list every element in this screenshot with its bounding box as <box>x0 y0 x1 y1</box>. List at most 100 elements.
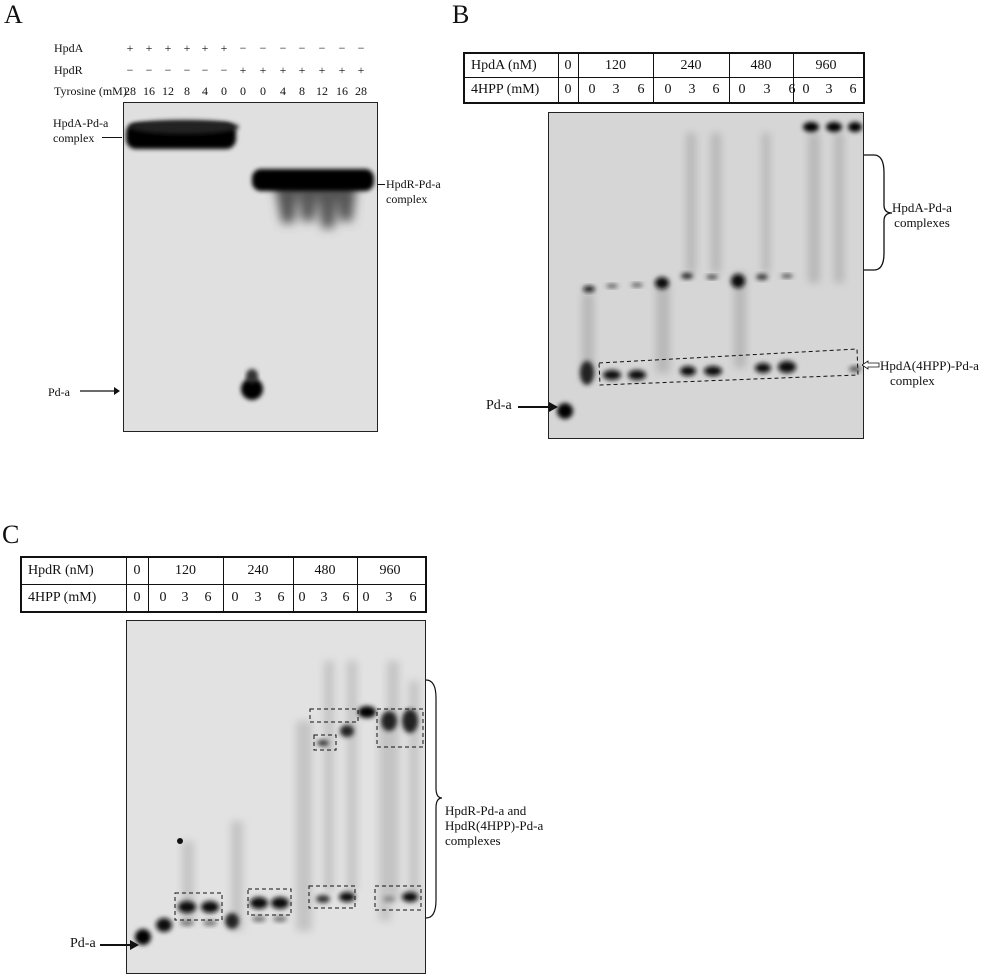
panel-a-row-label-tyrosine: Tyrosine (mM) <box>54 84 127 98</box>
panel-a-lane-value: − <box>357 41 365 55</box>
panelB-table-divider <box>729 54 730 102</box>
panel-a-lane-value: − <box>201 63 209 77</box>
panelB-table-divider <box>653 54 654 102</box>
panelC-lane-value: 3 <box>320 589 328 605</box>
panel-a-lane-value: 8 <box>299 84 305 98</box>
panel-a-lane-value: + <box>259 63 267 77</box>
panel-a-lane-value: + <box>357 63 365 77</box>
panel-a-lane-value: 12 <box>316 84 328 98</box>
panel-a-lane-value: 0 <box>260 84 266 98</box>
panel-c-pda-arrow <box>100 940 139 950</box>
panel-a-hpdr-pointer <box>377 184 385 185</box>
panelC-lane-value: 0 <box>133 589 141 605</box>
panelC-lane-value: 0 <box>231 589 239 605</box>
panel-a-pda-arrow <box>80 387 120 395</box>
panel-a-gel <box>123 102 378 432</box>
panelB-lane-value: 3 <box>612 82 620 97</box>
panel-a-letter: A <box>4 0 23 29</box>
panel-a-lane-value: − <box>220 63 228 77</box>
panel-a-lane-value: − <box>259 41 267 55</box>
panelC-header-label: 4HPP (mM) <box>28 589 97 605</box>
panelC-lane-value: 0 <box>362 589 370 605</box>
panel-a-row-label-hpdr: HpdR <box>54 63 83 77</box>
panel-a-lane-value: + <box>201 41 209 55</box>
panel-a-lane-value: + <box>183 41 191 55</box>
panelB-group-label: 0 <box>564 58 572 73</box>
panel-a-lane-value: 28 <box>124 84 136 98</box>
panelC-group-label: 0 <box>133 563 141 579</box>
panelC-group-label: 240 <box>247 563 269 579</box>
panel-a-lane-value: + <box>279 63 287 77</box>
panelB-group-label: 240 <box>680 58 702 73</box>
panel-a-hpda-pointer <box>102 137 122 138</box>
panelC-lane-value: 6 <box>409 589 417 605</box>
panelC-group-label: 480 <box>314 563 336 579</box>
panelC-lane-value: 0 <box>159 589 167 605</box>
panel-a-lane-value: + <box>318 63 326 77</box>
panel-a-label-pda: Pd-a <box>48 385 70 399</box>
panelB-lane-value: 0 <box>588 82 596 97</box>
panel-a-lane-value: + <box>298 63 306 77</box>
panel-c-label-complexes: HpdR-Pd-a and HpdR(4HPP)-Pd-a complexes <box>445 803 544 848</box>
panel-a-lane-value: + <box>338 63 346 77</box>
panelB-lane-value: 3 <box>825 82 833 97</box>
panelC-lane-value: 3 <box>254 589 262 605</box>
panel-c-letter: C <box>2 520 20 549</box>
panelC-lane-value: 6 <box>204 589 212 605</box>
panel-b-label-pda: Pd-a <box>486 398 512 413</box>
panel-b-label-4hpp-complex: HpdA(4HPP)-Pd-a complex <box>880 358 979 388</box>
panel-b-letter: B <box>452 0 470 29</box>
panel-a-lane-value: − <box>183 63 191 77</box>
panel-a-lane-value: − <box>279 41 287 55</box>
panel-a-row-label-hpda: HpdA <box>54 41 84 55</box>
panel-a-lane-value: − <box>126 63 134 77</box>
panelC-table-divider <box>357 558 358 611</box>
panel-a-lane-value: 28 <box>355 84 367 98</box>
panelC-group-label: 120 <box>175 563 196 579</box>
panel-a-lane-value: + <box>126 41 134 55</box>
panel-a-label-hpda-complex: HpdA-Pd-a complex <box>53 116 109 145</box>
panel-a-lane-value: 8 <box>184 84 190 98</box>
panel-a-lane-value: − <box>318 41 326 55</box>
panelB-lane-value: 6 <box>849 82 857 97</box>
panelC-lane-value: 6 <box>342 589 350 605</box>
panel-a-lane-value: 16 <box>143 84 155 98</box>
panel-a-lane-value: − <box>164 63 172 77</box>
panelB-lane-value: 6 <box>712 82 720 97</box>
panel-a-lane-value: 4 <box>280 84 286 98</box>
panelB-lane-value: 0 <box>664 82 672 97</box>
panelB-table-divider <box>793 54 794 102</box>
panelB-lane-value: 6 <box>788 82 796 97</box>
panel-a-label-hpdr-complex: HpdR-Pd-a complex <box>386 177 441 206</box>
panel-b-label-hpda-complexes: HpdA-Pd-a complexes <box>892 200 952 230</box>
panel-a-lane-value: 12 <box>162 84 174 98</box>
panel-a-lane-value: + <box>220 41 228 55</box>
panelC-table-divider <box>126 558 127 611</box>
panelC-lane-value: 6 <box>277 589 285 605</box>
panel-a-lane-value: + <box>164 41 172 55</box>
panel-a-lane-value: + <box>145 41 153 55</box>
panel-c-complexes-bracket <box>425 679 443 919</box>
panelC-lane-value: 0 <box>298 589 306 605</box>
panel-a-lane-value: 0 <box>221 84 227 98</box>
panel-a-lane-value: 16 <box>336 84 348 98</box>
panelB-lane-value: 0 <box>564 82 572 97</box>
panelB-group-label: 480 <box>750 58 772 73</box>
panel-a-lane-value: − <box>145 63 153 77</box>
panelB-table-divider <box>558 54 559 102</box>
panelC-lane-value: 3 <box>385 589 393 605</box>
panel-c-gel <box>126 620 426 974</box>
panel-a-lane-value: 0 <box>240 84 246 98</box>
panelC-table-divider <box>293 558 294 611</box>
panel-b-pda-arrow <box>518 402 558 412</box>
panelB-lane-value: 0 <box>738 82 746 97</box>
panelB-group-label: 120 <box>605 58 626 73</box>
panelB-header-label: 4HPP (mM) <box>471 82 540 97</box>
panel-a-lane-value: + <box>239 63 247 77</box>
panel-b-gel <box>548 112 864 439</box>
panel-c-label-pda: Pd-a <box>70 936 96 951</box>
panelC-header-label: HpdR (nM) <box>28 563 94 579</box>
panelC-lane-value: 3 <box>181 589 189 605</box>
